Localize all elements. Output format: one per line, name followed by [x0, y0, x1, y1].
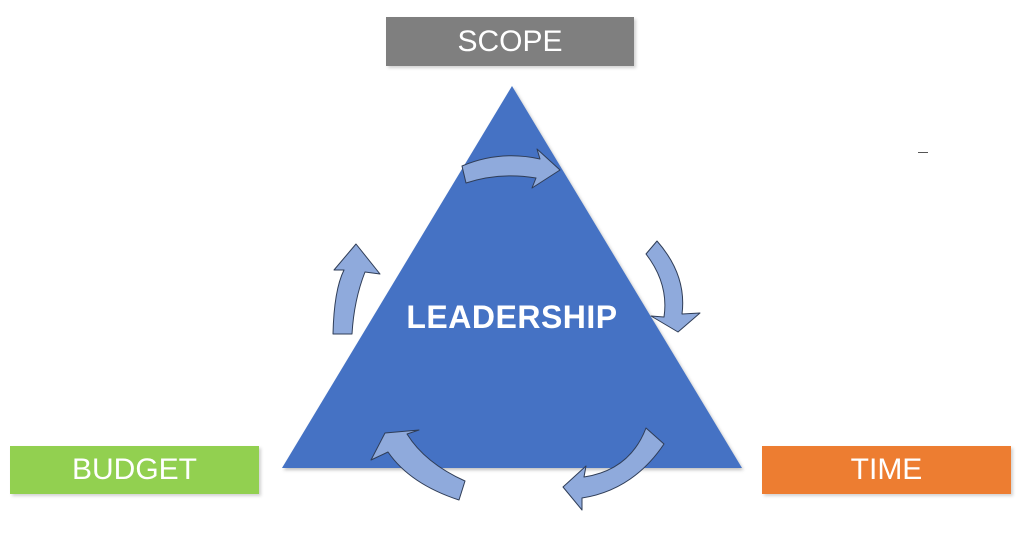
time-label: TIME: [850, 453, 923, 486]
central-triangle: [282, 86, 742, 468]
cycle-arrow-left: [332, 243, 381, 335]
cycle-arrows: [332, 148, 701, 511]
cycle-arrow-top: [461, 148, 561, 189]
scope-label-box: SCOPE: [386, 17, 634, 66]
cycle-arrow-bottom-left: [370, 429, 466, 501]
leadership-label: LEADERSHIP: [406, 298, 618, 335]
time-label-box: TIME: [762, 446, 1011, 494]
stray-dash-mark: [918, 152, 928, 153]
cycle-arrow-bottom-right: [562, 427, 665, 511]
budget-label: BUDGET: [71, 453, 197, 486]
scope-label: SCOPE: [457, 24, 563, 58]
cycle-arrow-right: [645, 240, 701, 333]
budget-label-box: BUDGET: [10, 446, 259, 494]
